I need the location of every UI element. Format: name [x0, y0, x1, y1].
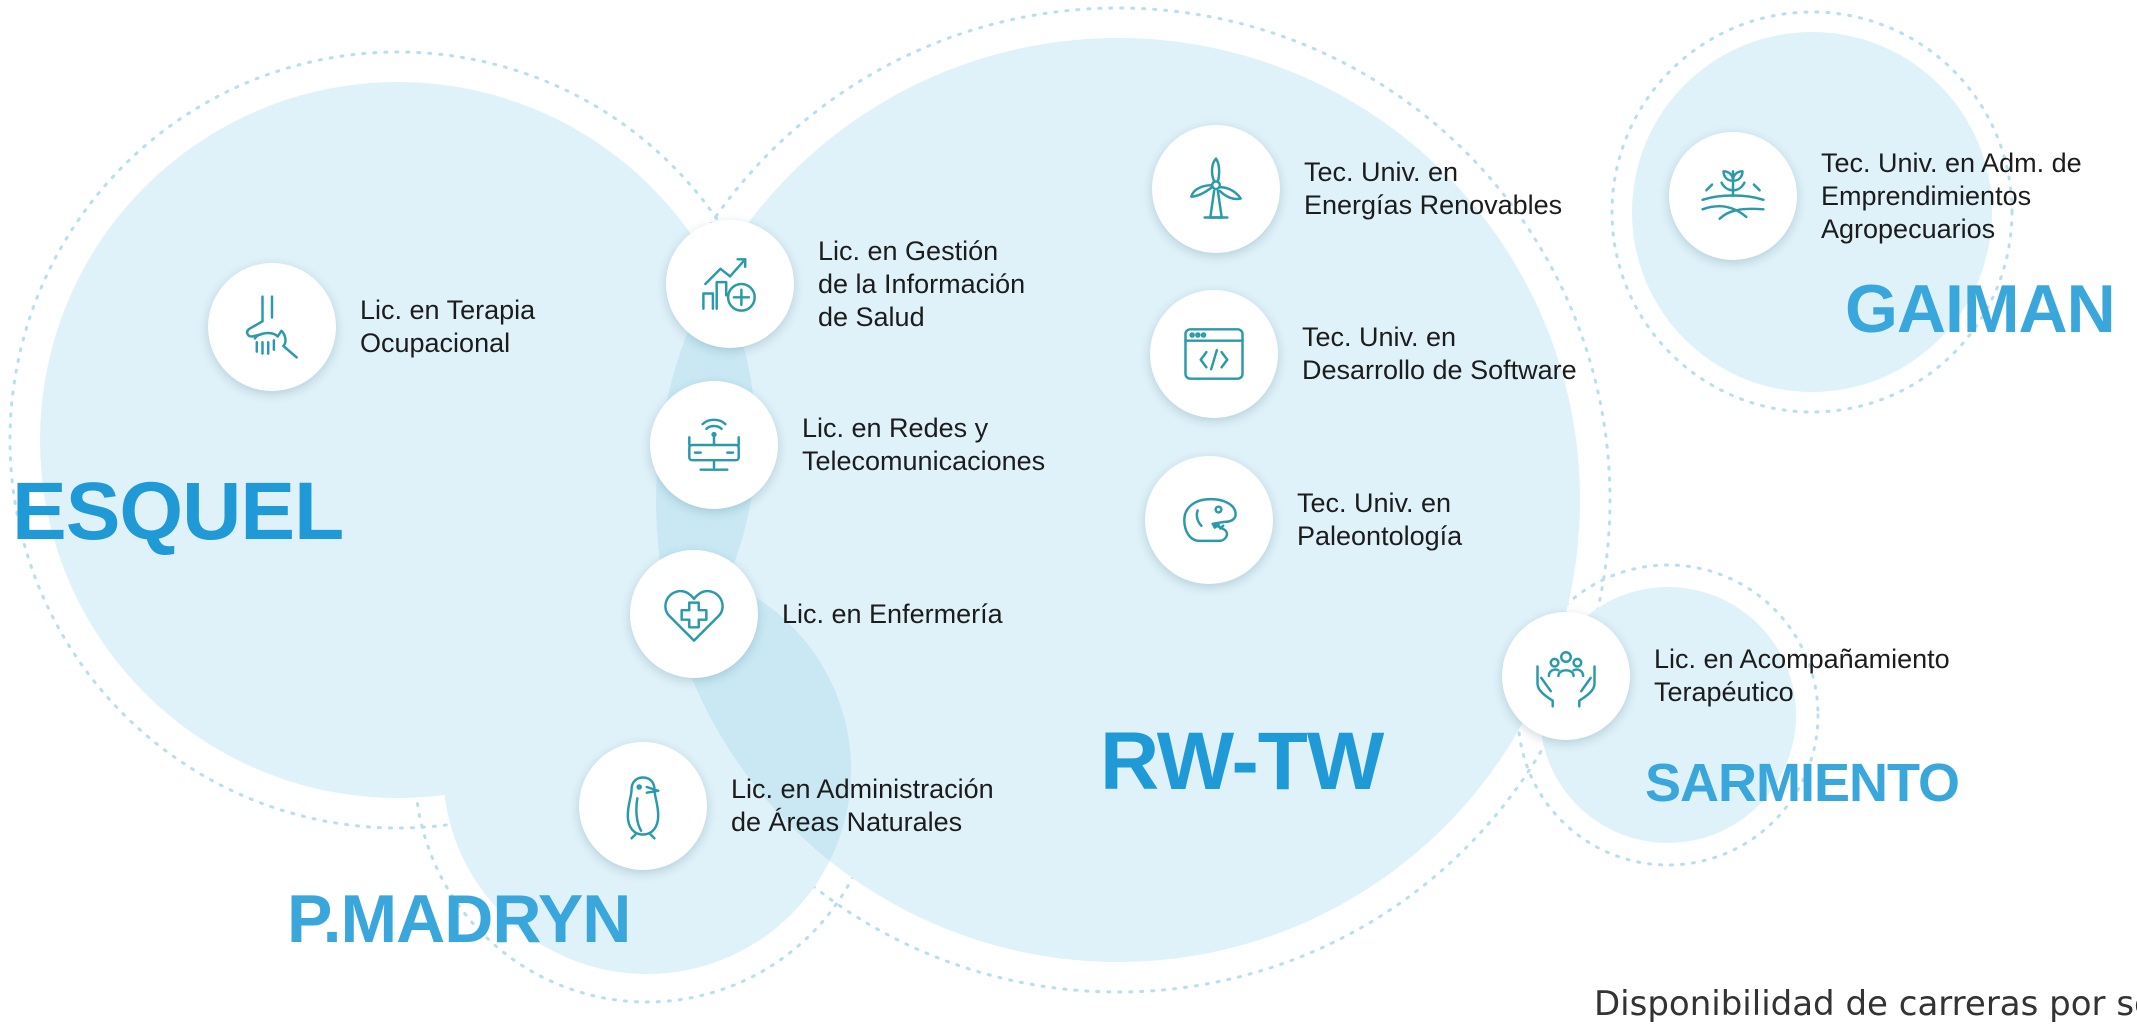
career-label: Tec. Univ. en Adm. de Emprendimientos Ag…	[1821, 147, 2082, 246]
career-acompanamiento-terapeutico: Lic. en Acompañamiento Terapéutico	[1502, 612, 1950, 740]
career-icon-badge	[1152, 125, 1280, 253]
career-label-line: Telecomunicaciones	[802, 446, 1046, 476]
career-icon-badge	[666, 220, 794, 348]
career-enfermeria: Lic. en Enfermería	[630, 550, 1003, 678]
career-label-line: Lic. en Acompañamiento	[1654, 644, 1950, 674]
career-administracion-areas-naturales: Lic. en Administración de Áreas Naturale…	[579, 742, 994, 870]
career-label-line: Ocupacional	[360, 328, 511, 358]
career-label-line: Tec. Univ. en Adm. de	[1821, 147, 2082, 178]
code-window-icon	[1184, 328, 1244, 380]
career-label: Lic. en Gestión de la Información de Sal…	[818, 235, 1025, 334]
career-label-line: Desarrollo de Software	[1302, 355, 1577, 385]
career-label: Lic. en Terapia Ocupacional	[360, 294, 535, 360]
career-label-line: Lic. en Terapia	[360, 295, 536, 325]
career-icon-badge	[1150, 290, 1278, 418]
career-icon-badge	[208, 263, 336, 391]
city-rwtw: RW-TW	[1100, 716, 1384, 807]
career-label-line: de Áreas Naturales	[731, 807, 963, 837]
career-terapia-ocupacional: Lic. en Terapia Ocupacional	[208, 263, 535, 391]
career-label-line: Energías Renovables	[1304, 190, 1563, 220]
career-paleontologia: Tec. Univ. en Paleontología	[1145, 456, 1462, 584]
career-label: Tec. Univ. en Paleontología	[1297, 487, 1462, 553]
career-desarrollo-software: Tec. Univ. en Desarrollo de Software	[1150, 290, 1577, 418]
career-icon-badge	[1669, 132, 1797, 260]
career-icon-badge	[1502, 612, 1630, 740]
career-label-line: Lic. en Administración	[731, 774, 994, 804]
career-gestion-informacion-salud: Lic. en Gestión de la Información de Sal…	[666, 220, 1025, 348]
career-label: Tec. Univ. en Energías Renovables	[1304, 156, 1562, 222]
city-pmadryn: P.MADRYN	[287, 881, 631, 957]
footnote: Disponibilidad de carreras por sede	[1594, 984, 2137, 1024]
router-icon	[688, 418, 740, 471]
career-label-line: Tec. Univ. en	[1302, 322, 1457, 352]
career-label-line: Lic. en Redes y	[802, 413, 989, 443]
people-hands-icon	[1536, 651, 1596, 708]
career-label: Lic. en Acompañamiento Terapéutico	[1654, 643, 1950, 709]
career-label: Tec. Univ. en Desarrollo de Software	[1302, 321, 1577, 387]
gaiman-ring	[1610, 10, 2014, 414]
career-label-line: Emprendimientos	[1821, 180, 2032, 211]
career-icon-badge	[579, 742, 707, 870]
career-label-line: Lic. en Enfermería	[782, 598, 1003, 629]
career-label-line: Tec. Univ. en	[1304, 157, 1459, 187]
city-gaiman: GAIMAN	[1845, 271, 2116, 347]
career-label-line: Agropecuarios	[1821, 213, 1996, 244]
heart-cross-icon	[664, 589, 724, 642]
career-label-line: Tec. Univ. en	[1297, 488, 1452, 518]
career-icon-badge	[650, 381, 778, 509]
career-label: Lic. en Enfermería	[782, 598, 1003, 631]
career-emprendimientos-agropecuarios: Tec. Univ. en Adm. de Emprendimientos Ag…	[1669, 132, 2082, 260]
city-sarmiento: SARMIENTO	[1645, 753, 1960, 813]
rwtw-ring	[624, 6, 1612, 994]
career-label-line: Paleontología	[1297, 521, 1463, 551]
city-esquel: ESQUEL	[12, 466, 344, 557]
health-chart-icon	[702, 258, 756, 312]
gaiman-bubble	[1632, 32, 1992, 392]
career-label-line: de Salud	[818, 301, 925, 332]
career-icon-badge	[1145, 456, 1273, 584]
hand-icon	[245, 295, 298, 359]
career-redes-telecomunicaciones: Lic. en Redes y Telecomunicaciones	[650, 381, 1045, 509]
rwtw-bubble	[656, 38, 1580, 962]
career-icon-badge	[630, 550, 758, 678]
career-label: Lic. en Redes y Telecomunicaciones	[802, 412, 1045, 478]
career-label-line: Terapéutico	[1654, 677, 1794, 707]
career-label-line: de la Información	[818, 268, 1026, 299]
penguin-icon	[626, 776, 660, 840]
career-label: Lic. en Administración de Áreas Naturale…	[731, 773, 994, 839]
career-label-line: Lic. en Gestión	[818, 235, 999, 266]
sarmiento-ring	[1516, 563, 1820, 867]
career-energias-renovables: Tec. Univ. en Energías Renovables	[1152, 125, 1562, 253]
dinosaur-icon	[1183, 497, 1237, 543]
wind-turbine-icon	[1190, 157, 1242, 219]
plant-field-icon	[1701, 170, 1765, 221]
